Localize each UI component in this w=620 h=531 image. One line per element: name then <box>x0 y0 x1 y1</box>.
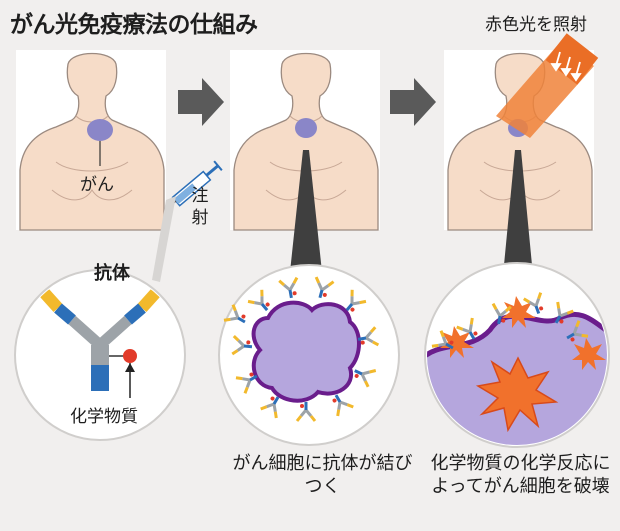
page-title: がん光免疫療法の仕組み <box>10 12 258 38</box>
binding-caption: がん細胞に抗体が結びつく <box>232 453 413 497</box>
chemical-substance-dot <box>123 349 137 363</box>
cancer-label: がん <box>80 175 114 195</box>
tumor-1 <box>87 119 113 141</box>
destroyed-cell <box>427 291 607 445</box>
injection-connector <box>152 196 176 282</box>
connector-wedge-3 <box>504 150 532 265</box>
tumor-2 <box>295 118 317 138</box>
cancer-cell <box>251 300 361 403</box>
antibody-label: 抗体 <box>94 263 130 284</box>
explosion-center <box>475 356 559 433</box>
laser-rays <box>550 51 582 82</box>
syringe-icon <box>164 160 223 211</box>
connector-wedge-2 <box>290 150 322 272</box>
torso-panel-1 <box>15 49 167 231</box>
destruction-caption: 化学物質の化学反応によってがん細胞を破壊 <box>430 453 611 497</box>
arrow-1 <box>178 78 224 126</box>
injection-label: 注射 <box>191 186 209 228</box>
red-light-label: 赤色光を照射 <box>485 15 587 35</box>
chemical-substance-label: 化学物質 <box>70 407 138 427</box>
laser-source <box>545 33 599 85</box>
arrow-2 <box>390 78 436 126</box>
